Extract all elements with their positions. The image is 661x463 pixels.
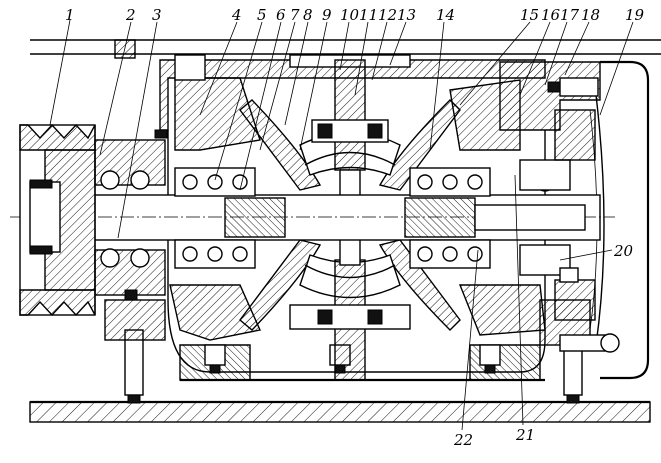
part-label-8: 8 [303, 6, 313, 24]
part-label-22: 22 [453, 431, 473, 449]
central-pinion-top [299, 59, 401, 176]
part-label-16: 16 [541, 6, 561, 24]
part-label-5: 5 [257, 6, 267, 24]
central-pinion-bottom [289, 254, 411, 381]
part-label-11: 11 [359, 6, 378, 24]
part-label-3: 3 [152, 6, 162, 24]
part-label-15: 15 [520, 6, 539, 24]
part-label-21: 21 [515, 426, 535, 444]
leader-lines [49, 19, 634, 431]
part-label-6: 6 [276, 6, 286, 24]
part-label-2: 2 [125, 6, 136, 24]
part-label-1: 1 [65, 6, 75, 24]
part-label-13: 13 [397, 6, 416, 24]
main-shaft [10, 194, 615, 241]
part-label-4: 4 [231, 6, 242, 24]
part-label-9: 9 [322, 6, 332, 24]
housing-bolts [204, 344, 501, 374]
part-label-19: 19 [625, 6, 645, 24]
part-label-14: 14 [436, 6, 455, 24]
part-label-12: 12 [378, 6, 397, 24]
left-bearing-housing [94, 129, 168, 301]
part-labels: 1 2 3 4 5 6 7 8 9 10 11 12 13 14 15 16 1… [65, 6, 645, 449]
part-label-10: 10 [340, 6, 360, 24]
gear-housing [159, 54, 601, 382]
part-label-18: 18 [581, 6, 600, 24]
right-bearing-cap [547, 77, 599, 321]
drive-pulley [19, 123, 96, 317]
base-plate [29, 400, 651, 423]
bevel-gear-right [378, 99, 461, 331]
part-label-20: 20 [613, 242, 634, 260]
part-label-7: 7 [290, 6, 300, 24]
part-label-17: 17 [560, 6, 580, 24]
